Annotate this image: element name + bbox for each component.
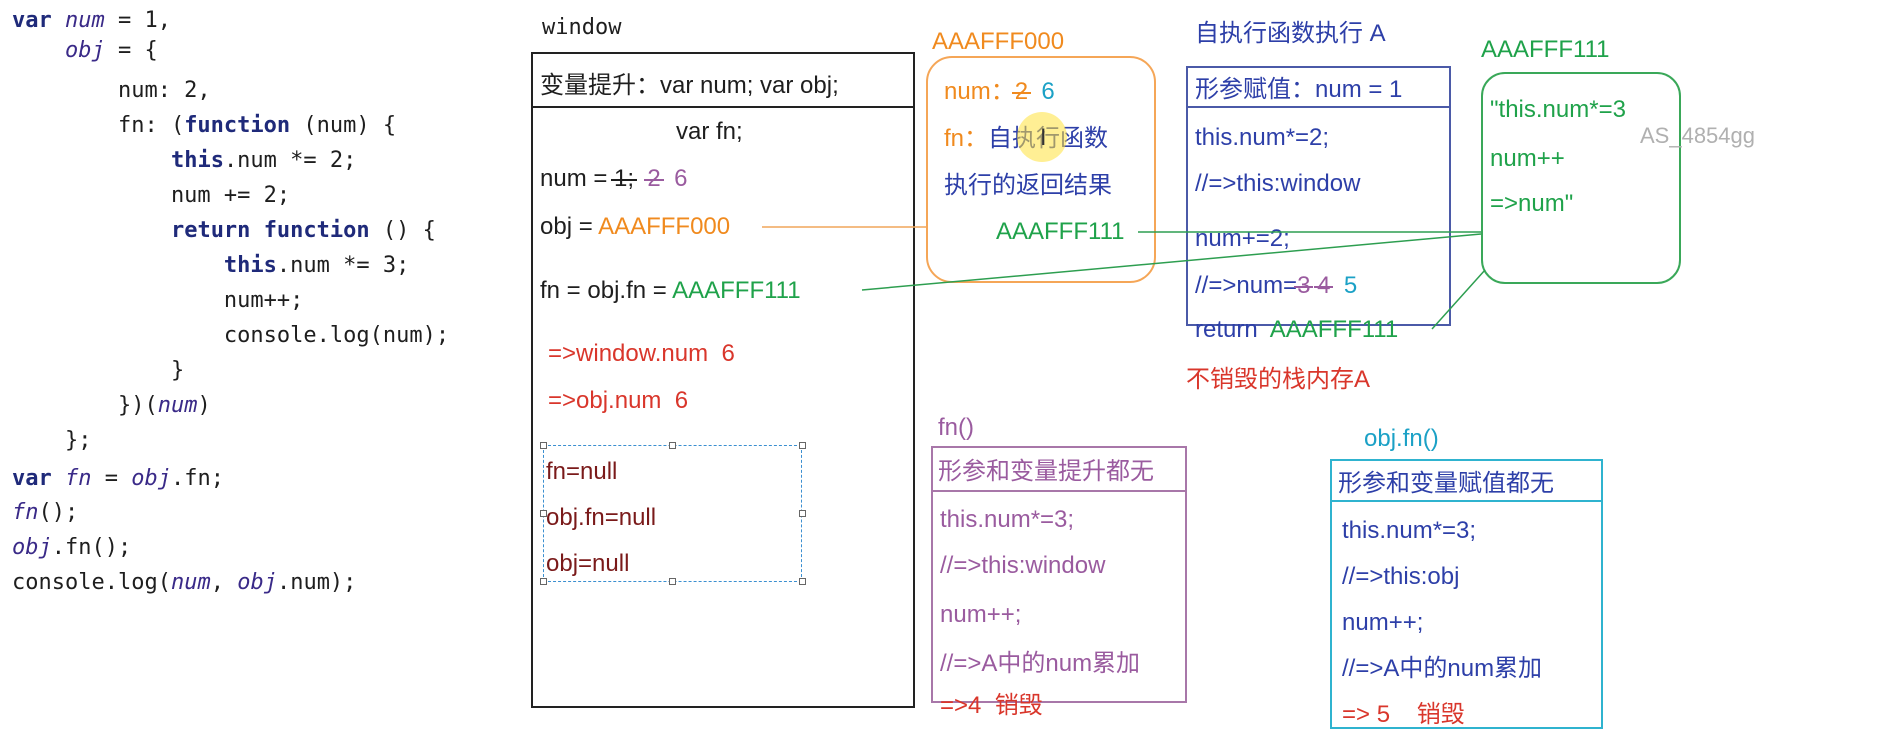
window-num-v2: 2	[647, 165, 661, 192]
code-line-14: var fn = obj.fn;	[12, 466, 224, 491]
selection-handle	[540, 442, 547, 449]
heap000-num-old: 2	[1014, 78, 1029, 105]
window-num-v3: 6	[674, 165, 688, 192]
code-line-8: this.num *= 3;	[223, 253, 410, 278]
selection-handle	[669, 578, 676, 585]
code-line-9: num++;	[12, 288, 304, 313]
stackA-divider	[1186, 106, 1451, 108]
text-cursor-icon: I	[1040, 126, 1047, 151]
code-line-16: obj.fn();	[12, 535, 132, 560]
stackA-header: 形参赋值：num = 1	[1195, 76, 1403, 103]
selection-handle	[540, 578, 547, 585]
watermark: AS_4854gg	[1640, 123, 1755, 148]
window-obj-addr: AAAFFF000	[598, 213, 731, 240]
window-hoist-fn: var fn;	[676, 118, 743, 145]
fn-call-divider	[931, 490, 1187, 492]
window-divider	[531, 106, 915, 108]
stackA-line-2: //=>this:window	[1195, 170, 1361, 197]
window-num-v1: 1;	[614, 165, 635, 192]
code-line-11: }	[12, 358, 185, 383]
fn-call-title: fn()	[938, 414, 974, 441]
window-box	[531, 52, 915, 708]
code-line-10: console.log(num);	[12, 323, 450, 348]
fn-call-header: 形参和变量提升都无	[938, 458, 1154, 485]
stackA-num-v1: 3	[1297, 272, 1311, 299]
objfn-call-line-4: //=>A中的num累加	[1342, 655, 1543, 682]
objfn-call-box	[1330, 459, 1603, 729]
window-result-2: =>obj.num 6	[548, 387, 689, 414]
stackA-note: 不销毁的栈内存A	[1186, 366, 1371, 393]
code-line-1: var num = 1,	[12, 8, 171, 33]
window-result-1: =>window.num 6	[548, 340, 735, 367]
code-line-13: };	[12, 428, 92, 453]
stackA-line-1: this.num*=2;	[1195, 124, 1330, 151]
objfn-call-line-1: this.num*=3;	[1342, 517, 1477, 544]
heap111-line-2: num++	[1490, 145, 1565, 172]
heap000-fn-text2: 执行的返回结果	[944, 172, 1112, 199]
code-line-17: console.log(num, obj.num);	[12, 570, 357, 595]
selection-handle	[799, 510, 806, 517]
heap111-line-3: =>num"	[1490, 190, 1574, 217]
null-fn: fn=null	[546, 458, 618, 485]
code-line-15: fn();	[12, 500, 79, 525]
code-line-5: this.num *= 2;	[170, 148, 357, 173]
objfn-call-header: 形参和变量赋值都无	[1338, 470, 1554, 497]
fn-call-line-3: num++;	[940, 601, 1022, 628]
window-fn-row: fn = obj.fn = AAAFFF111	[540, 277, 801, 304]
stackA-return-addr: AAAFFF111	[1269, 316, 1399, 343]
stackA-box	[1186, 66, 1451, 326]
null-obj-fn: obj.fn=null	[546, 504, 657, 531]
objfn-call-title: obj.fn()	[1364, 425, 1439, 452]
objfn-call-line-2: //=>this:obj	[1342, 563, 1460, 590]
window-hoist: 变量提升：var num; var obj;	[540, 72, 839, 99]
code-line-3: num: 2,	[12, 78, 211, 103]
window-obj-row: obj = AAAFFF000	[540, 213, 731, 240]
heap000-fn-addr: AAAFFF111	[996, 218, 1125, 245]
heap000-num-new: 6	[1041, 78, 1055, 105]
heap111-box	[1481, 72, 1681, 284]
fn-call-line-5: =>4 销毁	[940, 692, 1043, 719]
heap111-addr: AAAFFF111	[1481, 36, 1610, 63]
selection-handle	[540, 510, 547, 517]
selection-handle	[669, 442, 676, 449]
stackA-num-v3: 5	[1343, 272, 1358, 299]
stackA-num-v2: 4	[1317, 272, 1331, 299]
heap000-num-row: num：2 6	[944, 78, 1055, 105]
window-label: window	[542, 15, 622, 40]
null-obj: obj=null	[546, 550, 630, 577]
objfn-call-line-3: num++;	[1342, 609, 1424, 636]
fn-call-line-4: //=>A中的num累加	[940, 650, 1141, 677]
window-num-row: num = 1; 2 6	[540, 165, 688, 192]
fn-call-line-2: //=>this:window	[940, 552, 1106, 579]
heap111-line-1: "this.num*=3	[1490, 96, 1626, 123]
stackA-return: return AAAFFF111	[1195, 316, 1399, 343]
window-fn-addr: AAAFFF111	[672, 277, 801, 304]
heap000-addr: AAAFFF000	[932, 28, 1065, 55]
stackA-line-3: num+=2;	[1195, 225, 1290, 252]
code-line-12: })(num)	[12, 393, 211, 418]
selection-handle	[799, 442, 806, 449]
stackA-line-4: //=>num=3 4 5	[1195, 272, 1358, 299]
fn-call-line-1: this.num*=3;	[940, 506, 1075, 533]
fn-call-box	[931, 446, 1187, 703]
code-line-4: fn: (function (num) {	[12, 113, 397, 138]
code-line-6: num += 2;	[12, 183, 291, 208]
code-line-2: obj = {	[64, 38, 158, 63]
pointer-highlight	[1017, 112, 1067, 162]
objfn-call-divider	[1330, 500, 1603, 502]
objfn-call-line-5: => 5 销毁	[1342, 701, 1465, 728]
code-line-7: return function () {	[170, 218, 436, 243]
stackA-title: 自执行函数执行 A	[1195, 20, 1386, 47]
selection-handle	[799, 578, 806, 585]
